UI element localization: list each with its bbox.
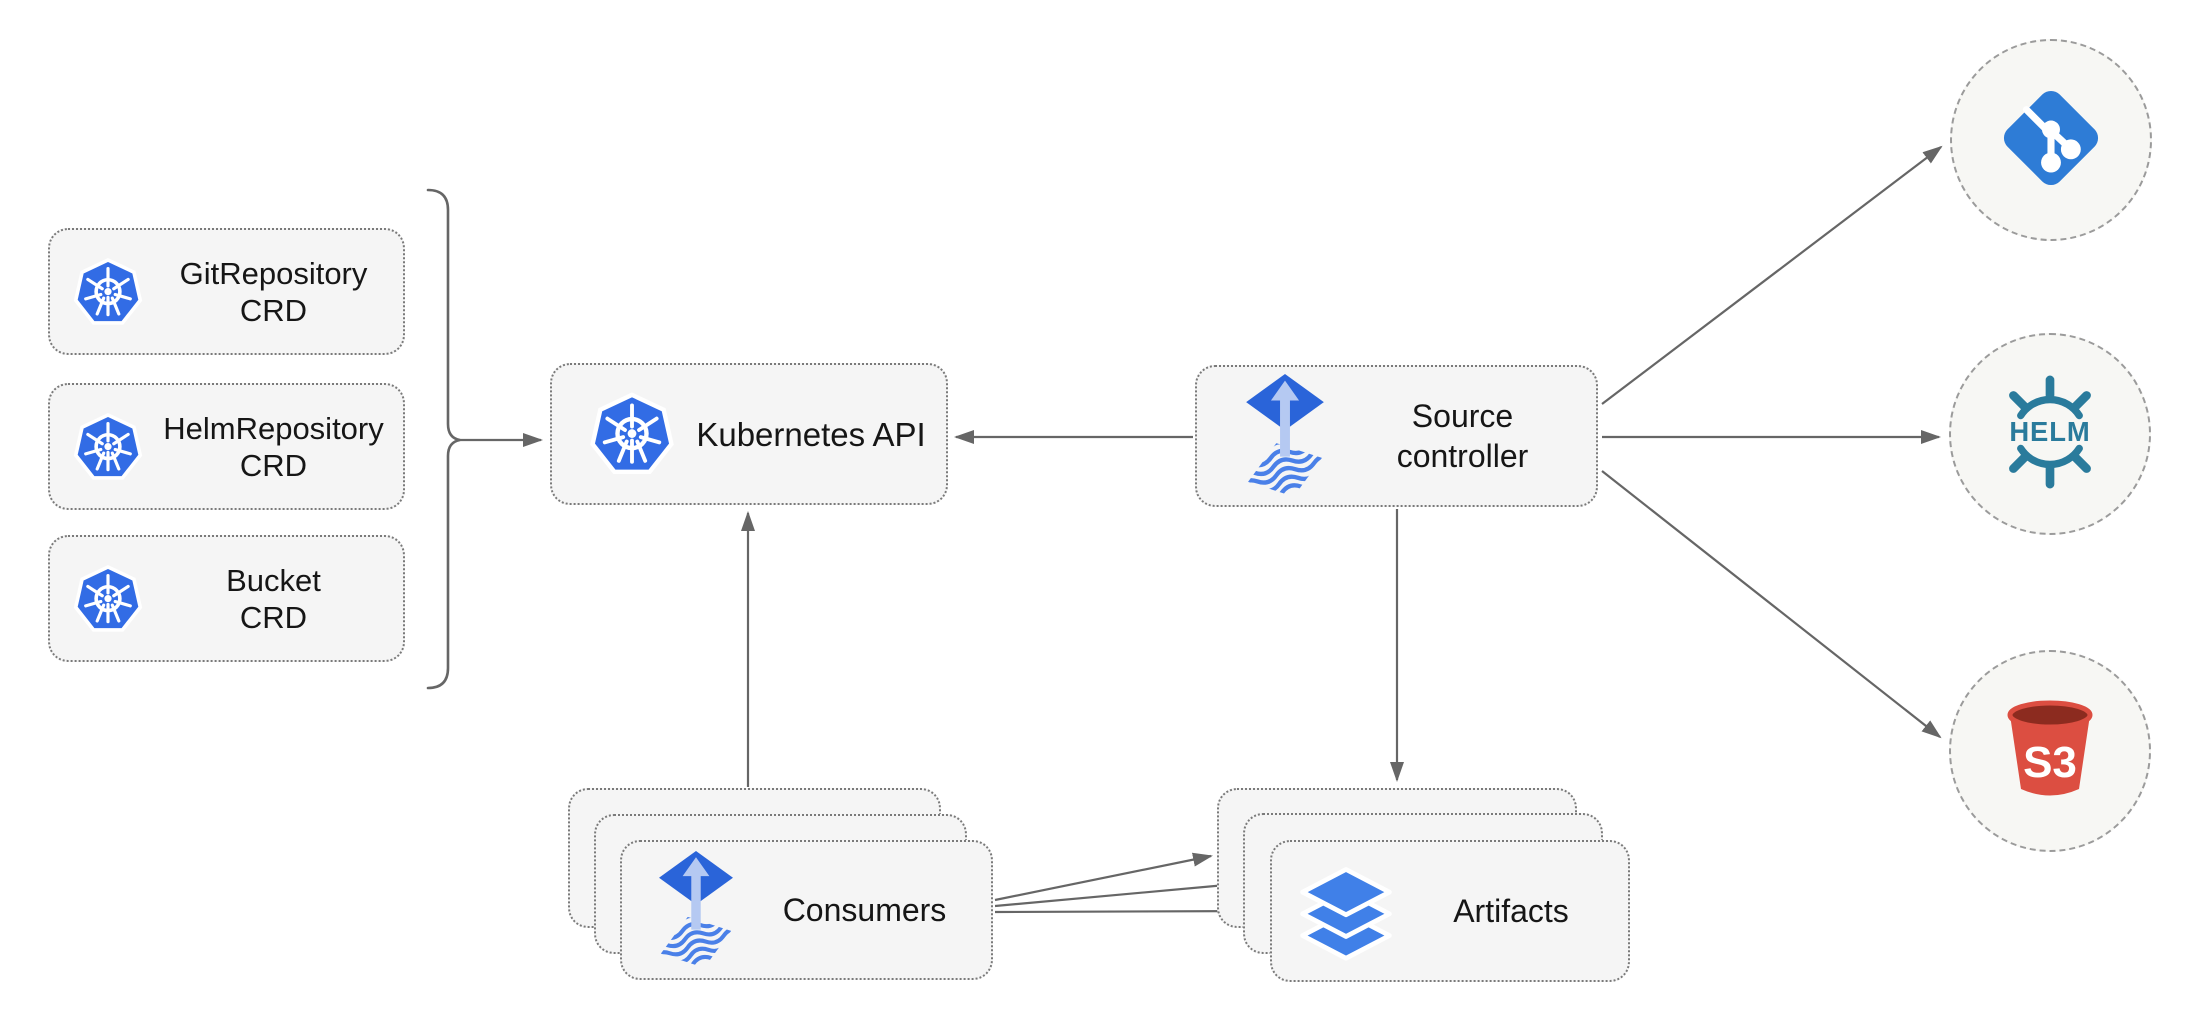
layers-icon (1298, 860, 1394, 962)
node-gitrepository-crd: GitRepository CRD (48, 228, 405, 355)
node-label: Kubernetes API (696, 415, 926, 453)
git-icon (1999, 86, 2103, 195)
node-label: Consumers (782, 891, 947, 928)
helm-icon: HELM (1986, 368, 2114, 501)
endpoint-helm: HELM (1949, 333, 2151, 535)
node-label: Bucket CRD (226, 562, 321, 635)
kubernetes-icon (588, 391, 676, 477)
node-bucket-crd: Bucket CRD (48, 535, 405, 662)
node-label: HelmRepository CRD (163, 410, 384, 483)
arrow-consumers-to-artifacts-1 (994, 852, 1213, 902)
node-artifacts: Artifacts (1270, 840, 1630, 982)
node-source-controller: Source controller (1195, 365, 1598, 507)
node-consumers: Consumers (620, 840, 993, 980)
node-helmrepository-crd: HelmRepository CRD (48, 383, 405, 510)
flux-icon (1241, 374, 1329, 498)
flux-icon (654, 851, 738, 969)
node-label: GitRepository CRD (179, 255, 368, 328)
s3-wordmark: S3 (2023, 738, 2077, 787)
arrow-source-to-s3 (1601, 470, 1942, 739)
kubernetes-icon (72, 564, 144, 634)
arrow-source-to-git (1601, 145, 1943, 405)
crd-group-bracket (426, 188, 461, 690)
node-kubernetes-api: Kubernetes API (550, 363, 948, 505)
node-label: Artifacts (1453, 892, 1569, 929)
arrow-consumers-to-artifacts-2 (994, 878, 1239, 908)
endpoint-s3: S3 (1949, 650, 2151, 852)
endpoint-git (1950, 39, 2152, 241)
node-label: Source controller (1396, 398, 1529, 474)
helm-wordmark: HELM (2009, 416, 2090, 447)
s3-bucket-icon: S3 (1990, 689, 2110, 814)
kubernetes-icon (72, 257, 144, 327)
kubernetes-icon (72, 412, 144, 482)
